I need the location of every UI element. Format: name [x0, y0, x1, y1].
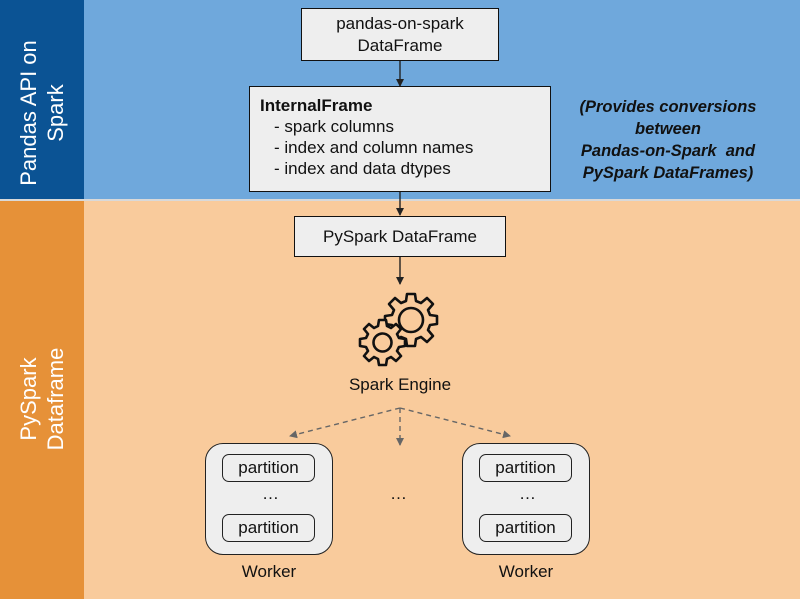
pyspark-label-line2: Dataframe [43, 347, 68, 451]
pandas-api-label-line1: Pandas API on [16, 40, 41, 186]
note-line3: Pandas-on-Spark and [580, 142, 756, 160]
internal-frame-item: - index and column names [274, 138, 474, 157]
partition-box: partition [222, 514, 315, 542]
layer-divider [0, 199, 800, 201]
worker-label: Worker [241, 562, 297, 581]
internal-frame-box: InternalFrame - spark columns - index an… [249, 86, 551, 192]
internal-frame-item: - spark columns [274, 117, 394, 136]
partition-box: partition [479, 514, 572, 542]
pandas-api-layer-label: Pandas API on Spark [15, 13, 69, 213]
pyspark-band [0, 200, 800, 599]
pyspark-label-line1: PySpark [16, 357, 41, 441]
conversion-note: (Provides conversions between Pandas-on-… [556, 96, 780, 184]
pandas-df-line2: DataFrame [357, 35, 443, 55]
note-line1: (Provides conversions [579, 98, 757, 116]
pandas-api-label-line2: Spark [43, 84, 68, 142]
worker-label: Worker [498, 562, 554, 581]
gears-icon [358, 292, 439, 367]
pyspark-layer-label: PySpark Dataframe [15, 299, 69, 499]
internal-frame-title: InternalFrame [260, 96, 373, 115]
pandas-on-spark-dataframe-box: pandas-on-spark DataFrame [301, 8, 499, 61]
spark-engine-label: Spark Engine [348, 375, 452, 394]
pandas-df-line1: pandas-on-spark [336, 13, 464, 33]
note-line2: between [634, 120, 702, 138]
pyspark-df-label: PySpark DataFrame [323, 226, 477, 246]
pyspark-dataframe-box: PySpark DataFrame [294, 216, 506, 257]
worker-ellipsis: … [390, 484, 407, 503]
partition-ellipsis: … [519, 484, 536, 503]
pandas-api-label-strip [0, 0, 84, 200]
note-line4: PySpark DataFrames) [582, 164, 754, 182]
pyspark-label-strip [0, 200, 84, 599]
partition-box: partition [479, 454, 572, 482]
partition-ellipsis: … [262, 484, 279, 503]
partition-box: partition [222, 454, 315, 482]
internal-frame-item: - index and data dtypes [274, 159, 451, 178]
